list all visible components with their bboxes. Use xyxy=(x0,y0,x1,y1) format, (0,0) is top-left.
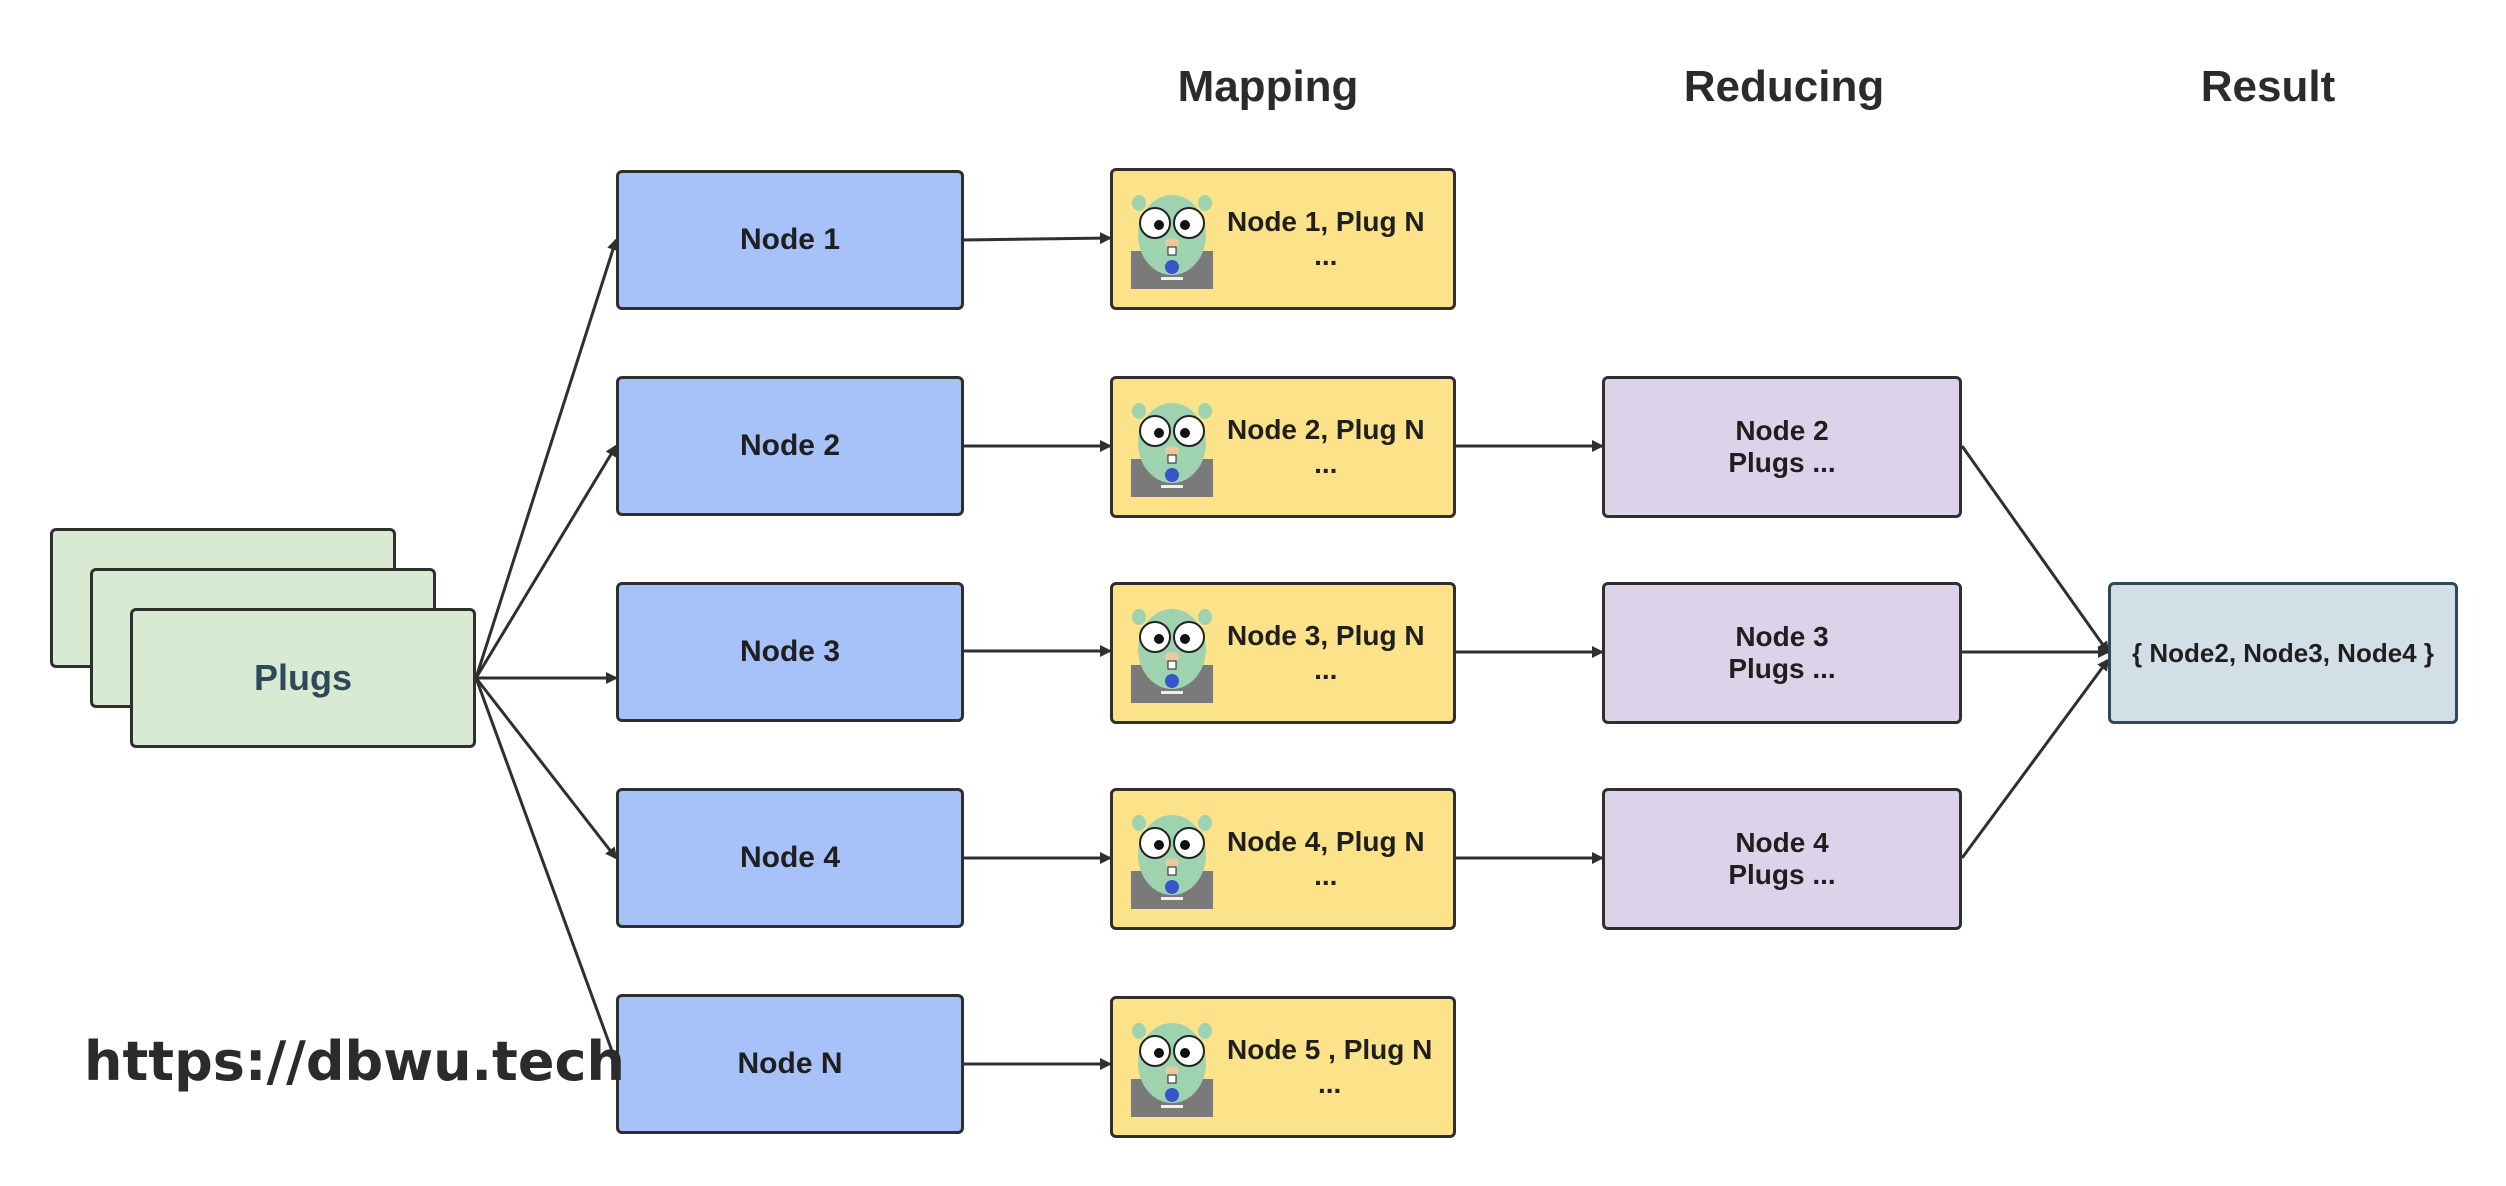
node-box-1: Node 1 xyxy=(616,170,964,310)
gopher-mascot-icon xyxy=(1131,815,1213,909)
arrow-plugs-node2 xyxy=(474,444,618,679)
mapping-line1: Node 4, Plug N xyxy=(1227,826,1425,857)
mapping-box-3: Node 3, Plug N ... xyxy=(1110,582,1456,724)
node-label: Node 3 xyxy=(739,635,841,668)
node-box-n: Node N xyxy=(616,994,964,1134)
node-box-4: Node 4 xyxy=(616,788,964,928)
result-box: { Node2, Node3, Node4 } xyxy=(2108,582,2458,724)
watermark-url: https://dbwu.tech xyxy=(84,1030,625,1093)
gopher-mascot-icon xyxy=(1131,1023,1213,1117)
mapping-box-4: Node 4, Plug N ... xyxy=(1110,788,1456,930)
mapping-box-5: Node 5 , Plug N ... xyxy=(1110,996,1456,1138)
arrow-plugs-noden xyxy=(474,677,619,1064)
node-box-3: Node 3 xyxy=(616,582,964,722)
heading-reducing: Reducing xyxy=(1683,62,1885,111)
gopher-mascot-icon xyxy=(1131,195,1213,289)
reducing-box-node4: Node 4 Plugs ... xyxy=(1602,788,1962,930)
mapping-line2: ... xyxy=(1314,654,1338,685)
reducing-line2: Plugs ... xyxy=(1728,653,1836,684)
reducing-box-node2: Node 2 Plugs ... xyxy=(1602,376,1962,518)
node-label: Node N xyxy=(737,1047,843,1080)
heading-result: Result xyxy=(2200,62,2336,111)
mapping-line2: ... xyxy=(1314,448,1338,479)
mapping-box-1: Node 1, Plug N ... xyxy=(1110,168,1456,310)
gopher-mascot-icon xyxy=(1131,609,1213,703)
reducing-line1: Node 4 xyxy=(1735,827,1829,858)
reducing-box-node3: Node 3 Plugs ... xyxy=(1602,582,1962,724)
heading-mapping: Mapping xyxy=(1177,62,1359,111)
arrow-plugs-node1 xyxy=(474,238,619,679)
arrow-node1-map1 xyxy=(963,232,1112,245)
reducing-line1: Node 2 xyxy=(1735,415,1829,446)
plugs-card-front: Plugs xyxy=(130,608,476,748)
mapping-line2: ... xyxy=(1314,860,1338,891)
mapping-line1: Node 2, Plug N xyxy=(1227,414,1425,445)
gopher-mascot-icon xyxy=(1131,403,1213,497)
mapping-line2: ... xyxy=(1318,1068,1342,1099)
arrow-reduce4-result xyxy=(1960,658,2110,859)
reducing-line2: Plugs ... xyxy=(1728,859,1836,890)
result-label: { Node2, Node3, Node4 } xyxy=(2132,637,2434,668)
mapping-line2: ... xyxy=(1314,240,1338,271)
mapping-line1: Node 1, Plug N xyxy=(1227,206,1425,237)
mapping-line1: Node 3, Plug N xyxy=(1227,620,1425,651)
node-label: Node 4 xyxy=(739,841,841,874)
node-box-2: Node 2 xyxy=(616,376,964,516)
node-label: Node 2 xyxy=(739,429,841,462)
mapping-line1: Node 5 , Plug N xyxy=(1227,1034,1433,1065)
node-label: Node 1 xyxy=(739,223,841,256)
arrow-plugs-node4 xyxy=(474,677,618,860)
arrow-reduce2-result xyxy=(1960,445,2110,654)
plugs-label: Plugs xyxy=(253,657,352,698)
reducing-line1: Node 3 xyxy=(1735,621,1829,652)
reducing-line2: Plugs ... xyxy=(1728,447,1836,478)
mapping-box-2: Node 2, Plug N ... xyxy=(1110,376,1456,518)
